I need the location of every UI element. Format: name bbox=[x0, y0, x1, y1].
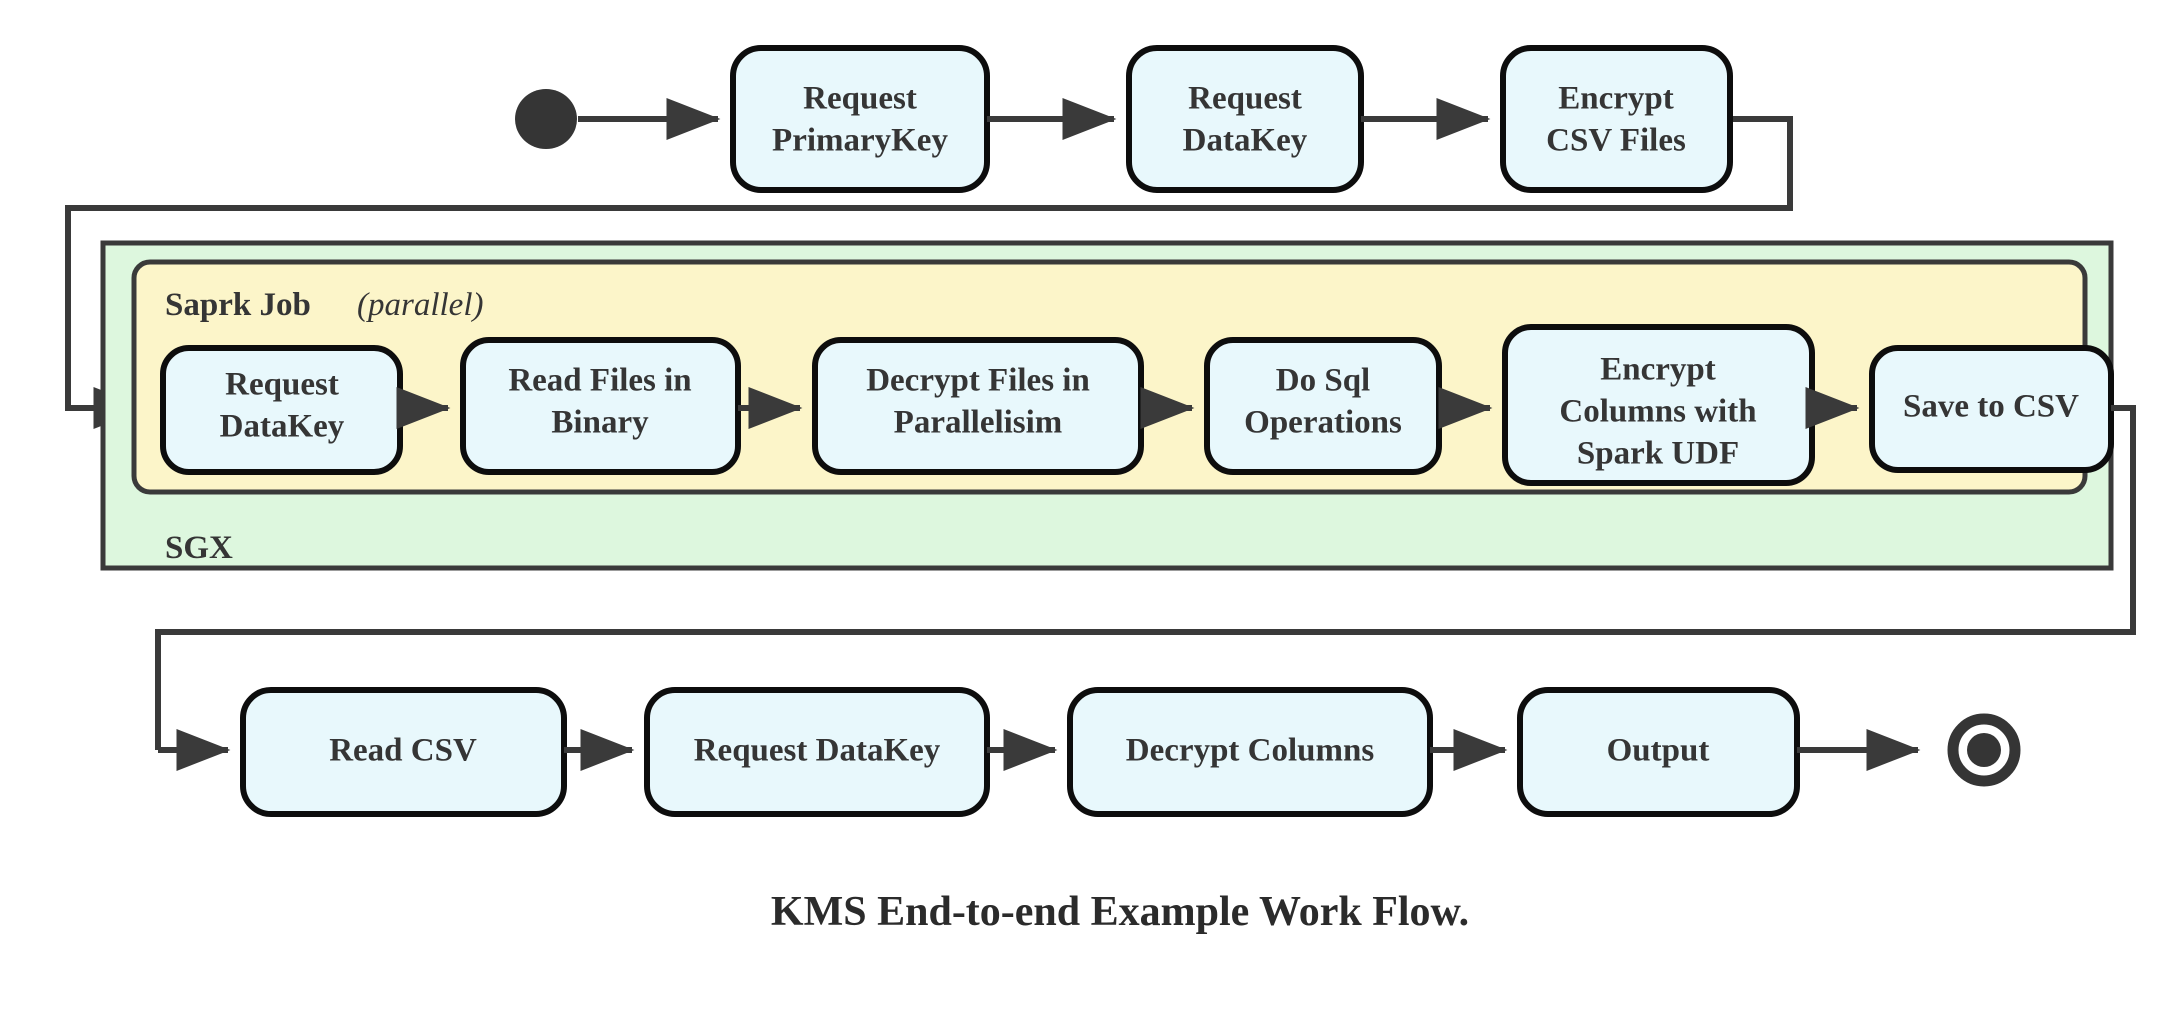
diagram-caption: KMS End-to-end Example Work Flow. bbox=[771, 889, 1469, 935]
node-label-read-files-in-binary: Read Files in bbox=[508, 363, 691, 399]
node-encrypt-csv-files[interactable] bbox=[1500, 45, 1733, 193]
node-label-encrypt-csv-files-2: CSV Files bbox=[1546, 123, 1686, 159]
node-label-request-datakey-top-2: DataKey bbox=[1183, 123, 1308, 159]
node-request-primarykey[interactable] bbox=[730, 45, 990, 193]
node-label-encrypt-columns-2: Columns with bbox=[1559, 394, 1756, 430]
node-label-encrypt-csv-files: Encrypt bbox=[1558, 81, 1674, 117]
edge-save-csv-to-read-csv bbox=[155, 405, 2136, 750]
node-label-request-primarykey: Request bbox=[803, 81, 917, 117]
node-request-datakey-top[interactable] bbox=[1126, 45, 1364, 193]
final-state-ring bbox=[1947, 713, 2021, 787]
node-label-do-sql-operations-2: Operations bbox=[1244, 405, 1402, 441]
node-label-save-to-csv: Save to CSV bbox=[1903, 389, 2079, 425]
edge-encrypt-csv-to-spark-datakey bbox=[65, 116, 1793, 429]
node-label-decrypt-files-in-parallelisim-2: Parallelisim bbox=[894, 405, 1063, 441]
node-label-encrypt-columns-3: Spark UDF bbox=[1577, 436, 1739, 472]
spark-job-label: Saprk Job bbox=[165, 287, 311, 323]
node-label-decrypt-columns: Decrypt Columns bbox=[1126, 733, 1375, 769]
node-label-request-datakey-spark: Request bbox=[225, 367, 339, 403]
node-label-encrypt-columns-1: Encrypt bbox=[1600, 352, 1716, 388]
node-label-read-files-in-binary-2: Binary bbox=[551, 405, 649, 441]
node-label-request-primarykey-2: PrimaryKey bbox=[772, 123, 948, 159]
sgx-label: SGX bbox=[165, 530, 233, 566]
node-label-read-csv: Read CSV bbox=[329, 733, 477, 769]
final-state-core bbox=[1967, 733, 2001, 767]
node-label-request-datakey-top: Request bbox=[1188, 81, 1302, 117]
start-state bbox=[515, 89, 577, 149]
node-label-decrypt-files-in-parallelisim: Decrypt Files in bbox=[866, 363, 1090, 399]
node-label-request-datakey-bottom: Request DataKey bbox=[694, 733, 941, 769]
node-label-request-datakey-spark-2: DataKey bbox=[220, 409, 345, 445]
spark-job-parallel-label: (parallel) bbox=[357, 287, 483, 323]
node-label-output: Output bbox=[1607, 733, 1710, 769]
node-label-do-sql-operations: Do Sql bbox=[1276, 363, 1370, 399]
